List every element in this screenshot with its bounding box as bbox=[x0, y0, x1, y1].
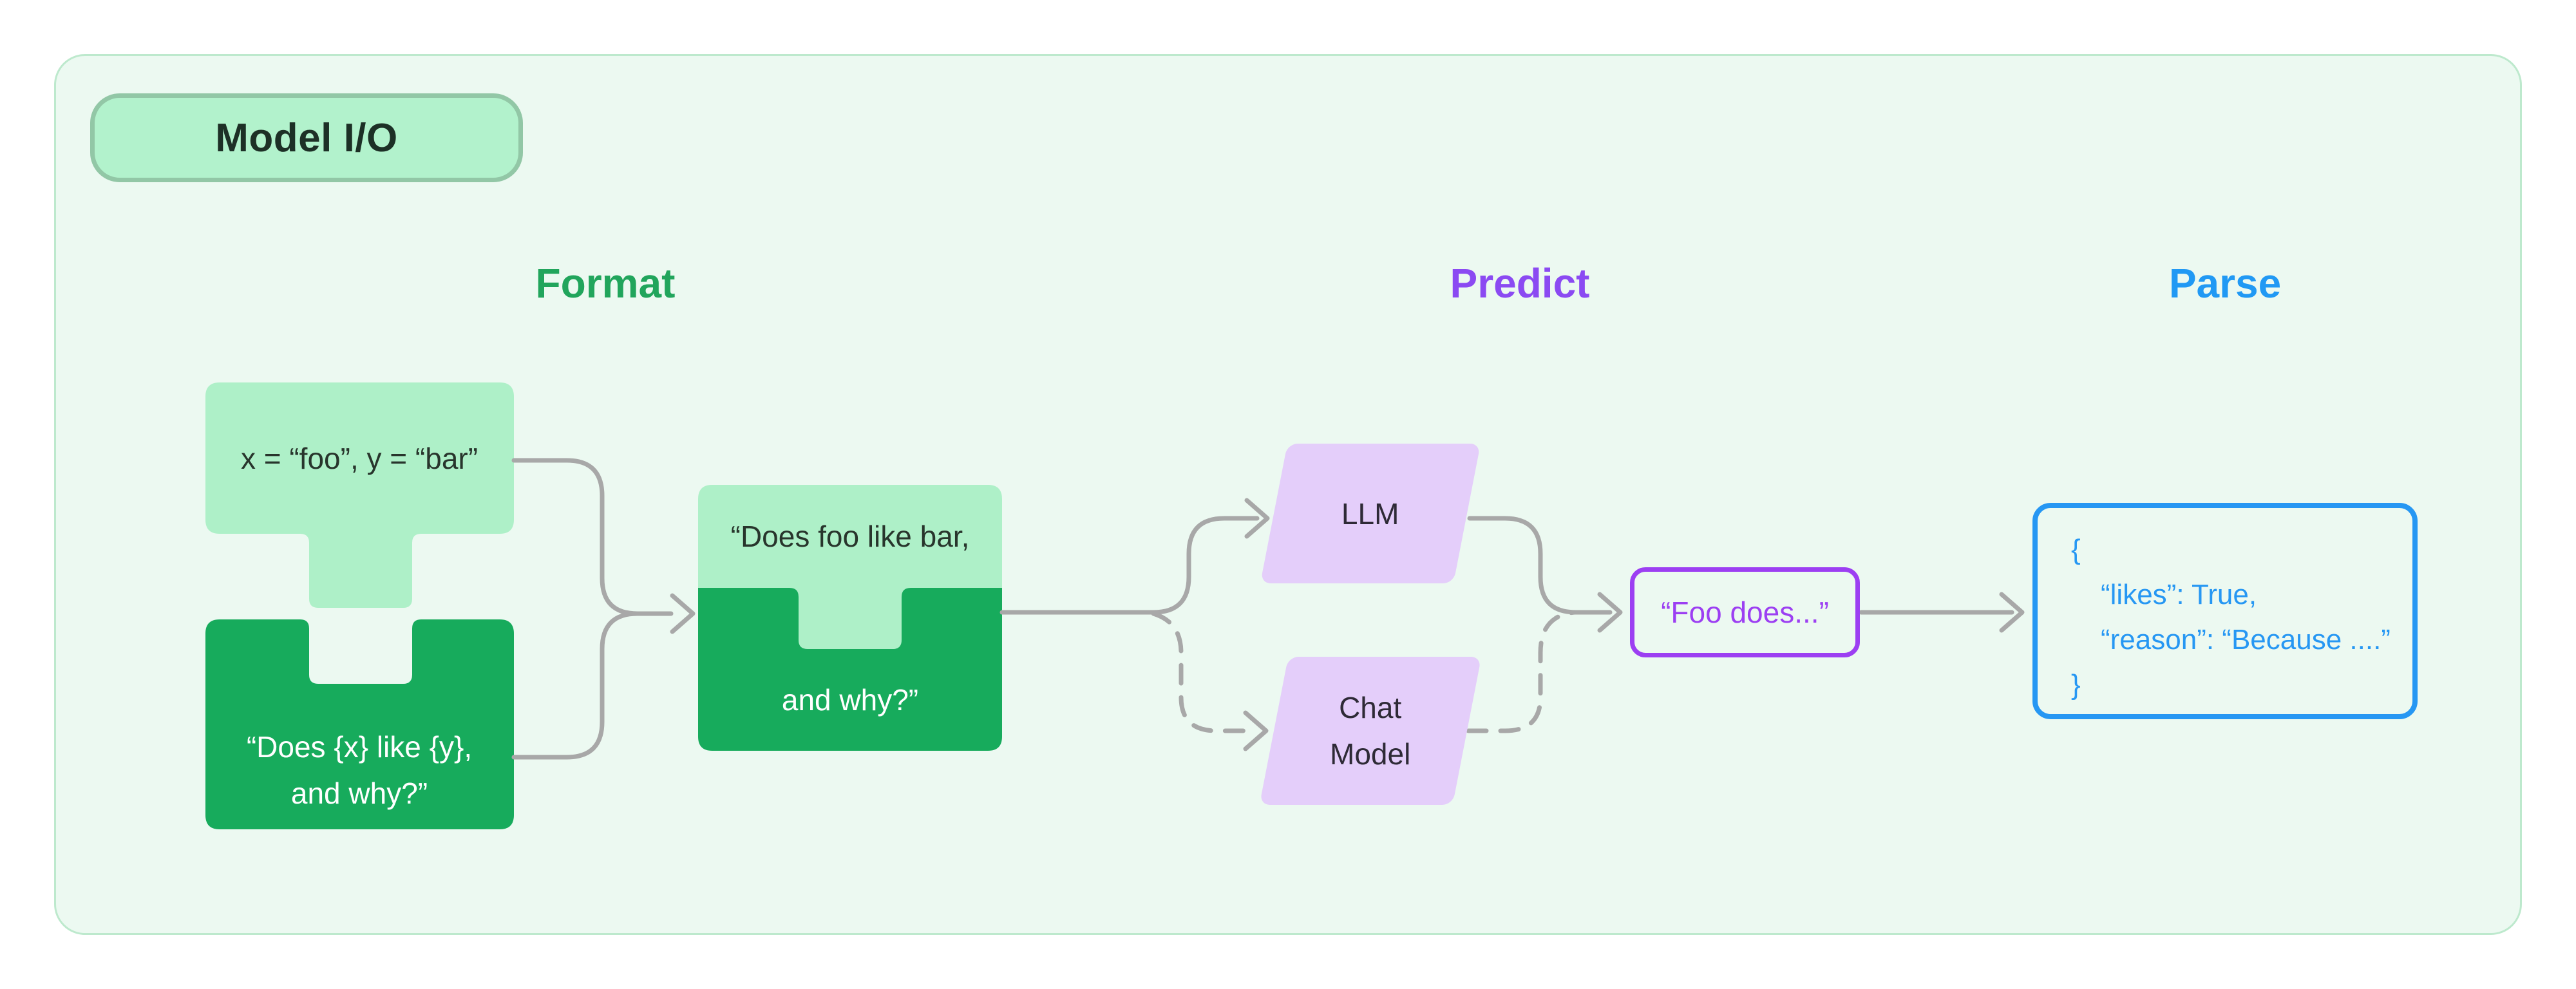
chat-model-parallelogram: Chat Model bbox=[1259, 657, 1482, 805]
prompt-template-line1: “Does {x} like {y}, bbox=[246, 730, 473, 764]
stage-label-predict: Predict bbox=[1450, 260, 1590, 306]
model-io-badge: Model I/O bbox=[90, 93, 523, 182]
parsed-output-line-reason: “reason”: “Because ....” bbox=[2101, 624, 2391, 655]
stage-label-parse: Parse bbox=[2168, 260, 2282, 306]
parsed-output-line-open-brace: { bbox=[2071, 534, 2081, 565]
formatted-prompt-bottom-text: and why?” bbox=[781, 683, 919, 717]
prompt-template-line2: and why?” bbox=[290, 777, 428, 810]
chat-model-line1: Chat bbox=[1339, 691, 1402, 724]
prompt-template-text: “Does {x} like {y}, and why?” bbox=[247, 724, 472, 816]
chat-model-line2: Model bbox=[1330, 737, 1411, 771]
llm-parallelogram: LLM bbox=[1260, 444, 1481, 583]
stage-label-format: Format bbox=[535, 260, 676, 306]
llm-label: LLM bbox=[1341, 496, 1399, 531]
input-variables-text: x = “foo”, y = “bar” bbox=[240, 442, 478, 475]
parsed-output-line-close-brace: } bbox=[2071, 669, 2081, 701]
prediction-box: “Foo does...” bbox=[1630, 567, 1860, 657]
parsed-output-box: { “likes”: True, “reason”: “Because ....… bbox=[2032, 503, 2418, 719]
chat-model-label: Chat Model bbox=[1330, 684, 1410, 777]
parsed-output-line-likes: “likes”: True, bbox=[2101, 579, 2257, 610]
model-io-badge-label: Model I/O bbox=[215, 115, 398, 160]
prediction-text: “Foo does...” bbox=[1661, 596, 1829, 629]
formatted-prompt-top-text: “Does foo like bar, bbox=[730, 520, 970, 553]
